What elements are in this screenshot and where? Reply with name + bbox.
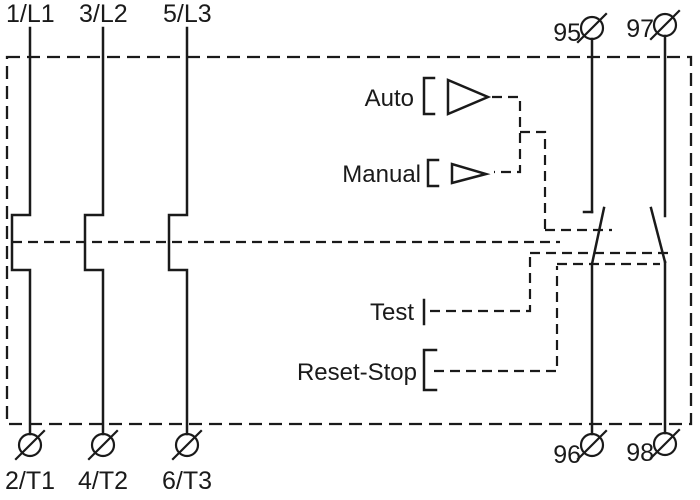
terminal-label-1L1: 1/L1: [6, 0, 55, 28]
auto-mode-label: Auto: [365, 85, 414, 112]
manual-mode-label: Manual: [342, 161, 421, 188]
manual-mode-symbol: [426, 158, 491, 188]
terminal-label-6T3: 6/T3: [162, 467, 212, 495]
terminal-label-96: 96: [553, 441, 581, 469]
terminal-label-4T2: 4/T2: [78, 467, 128, 495]
pole-3-conductor: [167, 26, 189, 436]
terminal-label-5L3: 5/L3: [163, 0, 212, 28]
device-outline: [5, 55, 693, 426]
test-label: Test: [370, 299, 414, 326]
no-contact-97-98: [649, 34, 667, 435]
terminal-label-98: 98: [626, 439, 654, 467]
terminal-circle-6T3: [171, 429, 203, 461]
terminal-circle-2T1: [14, 429, 46, 461]
test-linkage: [430, 255, 532, 313]
terminal-label-97: 97: [626, 15, 654, 43]
reset-linkage: [434, 266, 559, 373]
pole-1-conductor: [10, 26, 32, 436]
terminal-label-3L2: 3/L2: [79, 0, 128, 28]
reset-stop-button-symbol: [422, 348, 438, 392]
terminal-circle-4T2: [87, 429, 119, 461]
mechanical-linkage-dashed-lines: [12, 95, 668, 373]
terminal-label-2T1: 2/T1: [5, 467, 55, 495]
mode-to-contact-linkage: [520, 130, 547, 230]
power-poles: [10, 26, 189, 436]
auto-manual-linkage: [492, 95, 522, 174]
reset-stop-label: Reset-Stop: [297, 359, 417, 386]
auto-mode-symbol: [422, 76, 492, 116]
nc-contact-95-96: [582, 37, 606, 436]
pole-2-conductor: [83, 26, 105, 436]
terminal-label-95: 95: [553, 19, 581, 47]
